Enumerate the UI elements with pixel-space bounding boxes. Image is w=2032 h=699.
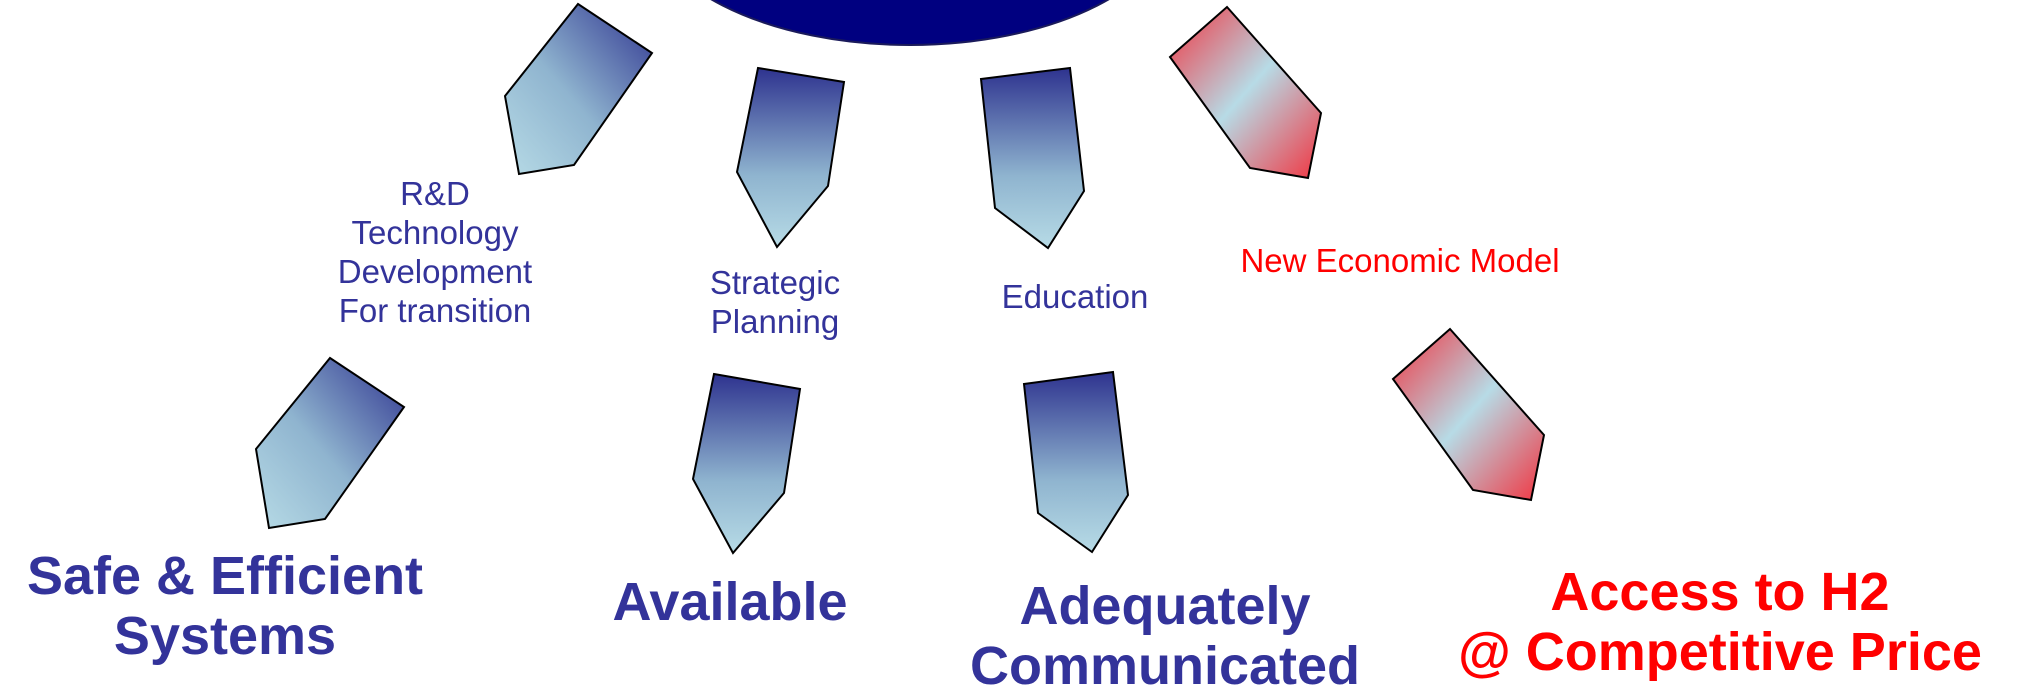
arrow-available-bottom — [691, 372, 802, 555]
label-strategic-planning: Strategic Planning — [670, 264, 880, 342]
label-rd-line-2: Technology — [351, 213, 519, 251]
outcome-safe-efficient: Safe & Efficient Systems — [0, 546, 450, 667]
label-rd-line-4: For transition — [338, 291, 532, 329]
outcome-safe-line-2: Systems — [113, 606, 337, 667]
outcome-access-line-2: @ Competitive Price — [1458, 622, 1982, 683]
arrow-access-bottom — [1391, 327, 1546, 502]
label-strategic-line-2: Planning — [710, 302, 840, 340]
arrow-rd-top — [503, 2, 654, 176]
outcome-communicated-line-2: Communicated — [969, 636, 1361, 697]
label-education-line-1: Education — [1001, 278, 1149, 315]
outcome-communicated-line-1: Adequately — [1019, 576, 1311, 636]
outcome-adequately-communicated: Adequately Communicated — [940, 576, 1390, 697]
outcome-safe-line-1: Safe & Efficient — [26, 546, 424, 606]
label-rd-line-1: R&D — [400, 175, 470, 212]
arrow-strategic-top — [735, 66, 846, 249]
label-strategic-line-1: Strategic — [709, 264, 841, 301]
outcome-available: Available — [580, 572, 880, 632]
arrow-communicated-bottom — [1022, 370, 1130, 554]
label-rd: R&D Technology Development For transitio… — [305, 175, 565, 331]
outcome-access-line-1: Access to H2 — [1550, 562, 1890, 622]
arrow-safe-bottom — [254, 356, 406, 530]
label-rd-line-3: Development — [337, 252, 533, 290]
label-education: Education — [960, 278, 1190, 317]
central-oval — [710, 0, 1110, 46]
arrow-economic-top — [1168, 5, 1323, 180]
outcome-available-line-1: Available — [612, 572, 848, 632]
label-economic-line-1: New Economic Model — [1240, 242, 1560, 279]
outcome-access-h2: Access to H2 @ Competitive Price — [1410, 562, 2030, 683]
arrow-education-top — [979, 66, 1086, 250]
label-new-economic-model: New Economic Model — [1190, 242, 1610, 281]
